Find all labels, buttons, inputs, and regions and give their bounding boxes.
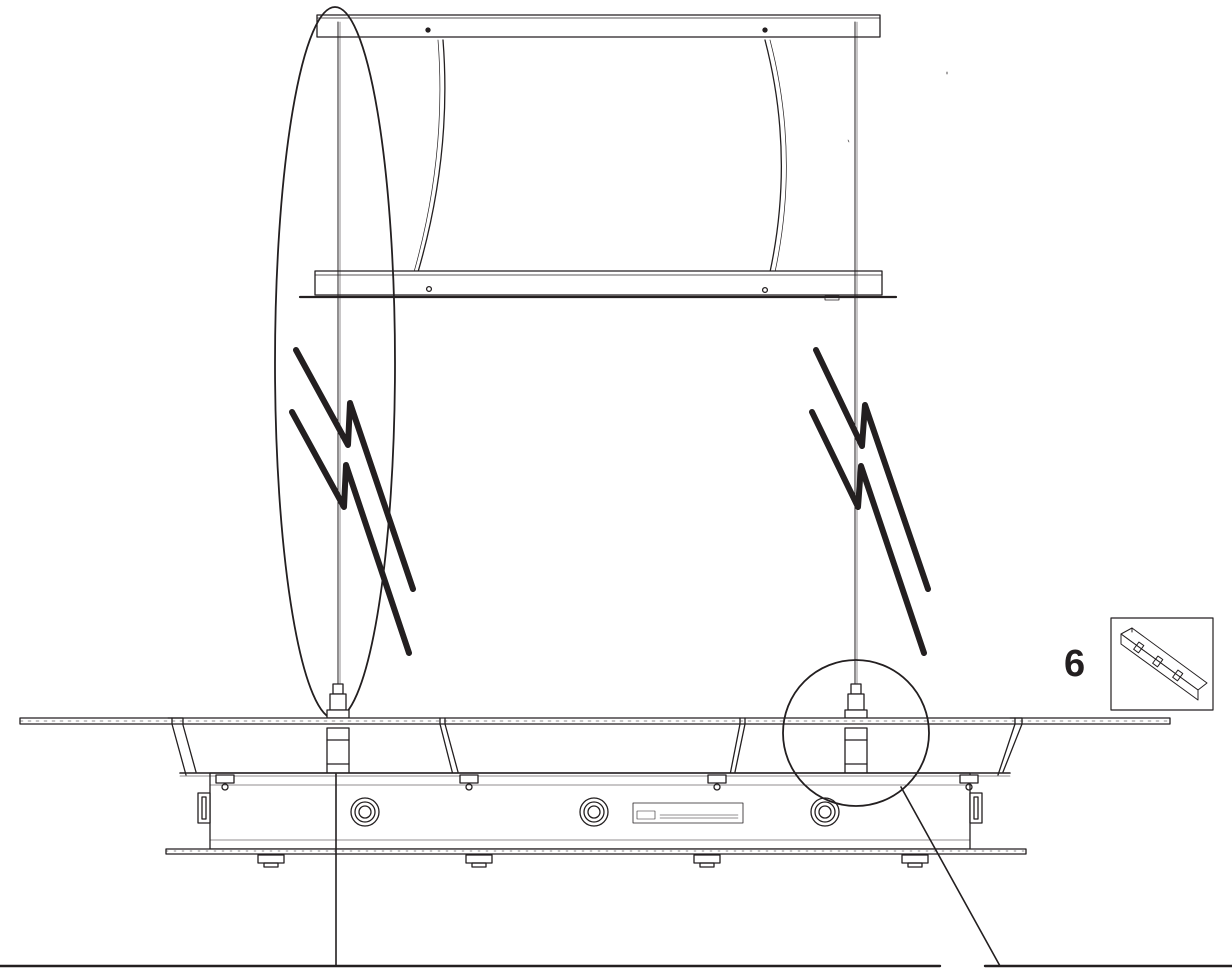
suspension-cables bbox=[337, 21, 858, 691]
cable-break-symbol-right bbox=[809, 347, 931, 656]
cable-break-symbol-left bbox=[289, 347, 416, 656]
cable-gripper-left bbox=[326, 683, 350, 775]
detail-leaders bbox=[0, 773, 1232, 968]
fixture-top-flange bbox=[19, 717, 1171, 725]
cable-gripper-right bbox=[844, 683, 868, 775]
step-number: 6 bbox=[1064, 643, 1086, 685]
fixture-housing bbox=[165, 717, 1027, 868]
tool-box bbox=[1110, 617, 1214, 711]
spirit-level-icon bbox=[1120, 627, 1208, 701]
callout-ellipse-left-cable bbox=[274, 6, 396, 720]
callout-circle-right-gripper bbox=[782, 659, 930, 807]
ceiling-canopy bbox=[298, 14, 948, 301]
